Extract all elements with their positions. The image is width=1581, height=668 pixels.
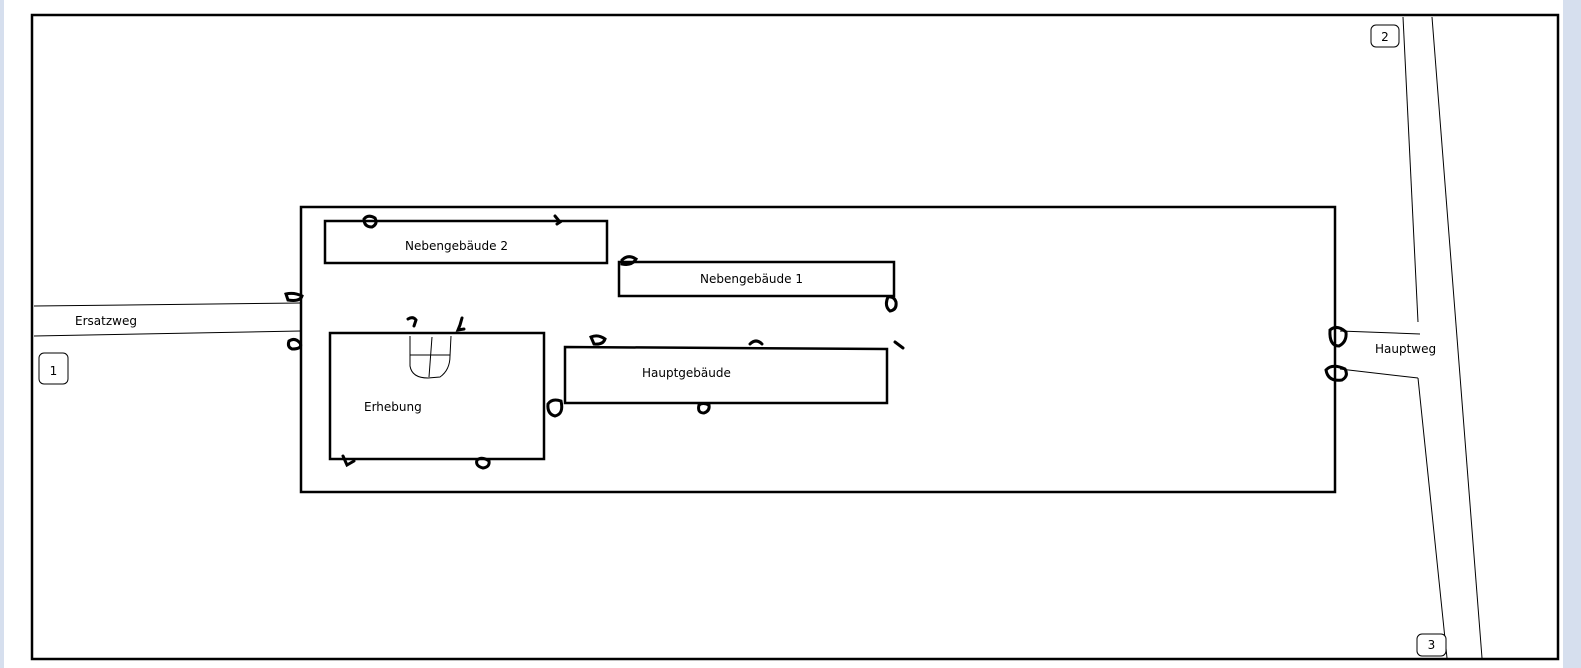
hauptgebaeude-building bbox=[563, 345, 889, 405]
entrance-marks bbox=[284, 214, 1348, 470]
marker-1: 1 bbox=[38, 352, 69, 385]
marker-2: 2 bbox=[1370, 24, 1400, 48]
marker-1-label: 1 bbox=[50, 364, 58, 378]
property-boundary bbox=[299, 205, 1337, 494]
nebengebaeude-1-label: Nebengebäude 1 bbox=[700, 272, 803, 286]
hauptgebaeude-label: Hauptgebäude bbox=[642, 366, 731, 380]
nebengebaeude-2-building bbox=[323, 219, 609, 265]
ersatzweg-road bbox=[33, 302, 302, 337]
right-window-edge bbox=[1563, 0, 1581, 668]
erhebung-sketch bbox=[409, 335, 452, 379]
marker-3-label: 3 bbox=[1428, 638, 1436, 652]
erhebung-label: Erhebung bbox=[364, 400, 422, 414]
nebengebaeude-2-label: Nebengebäude 2 bbox=[405, 239, 508, 253]
outer-frame bbox=[30, 13, 1560, 661]
marker-3: 3 bbox=[1416, 633, 1447, 657]
hauptweg-label: Hauptweg bbox=[1375, 342, 1436, 356]
marker-2-label: 2 bbox=[1381, 30, 1389, 44]
hauptweg-road bbox=[1339, 16, 1483, 659]
nebengebaeude-1-building bbox=[617, 260, 896, 298]
left-window-edge bbox=[0, 0, 4, 668]
erhebung-area bbox=[328, 331, 546, 461]
ersatzweg-label: Ersatzweg bbox=[75, 314, 137, 328]
